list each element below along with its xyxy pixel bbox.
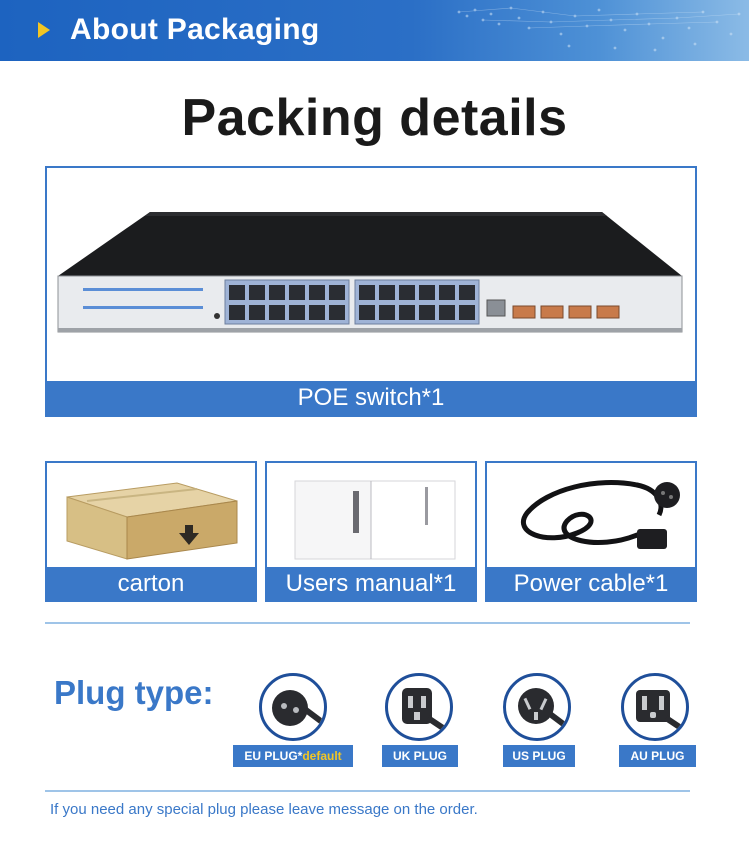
au-plug-icon <box>621 673 689 741</box>
power-cable-caption: Power cable*1 <box>487 567 695 600</box>
plug-type-label: Plug type: <box>54 674 214 711</box>
play-triangle-icon <box>38 22 50 38</box>
carton-box-image <box>66 482 238 560</box>
users-manual-card: Users manual*1 <box>265 461 477 602</box>
poe-switch-card: POE switch*1 <box>45 166 697 417</box>
poe-switch-caption: POE switch*1 <box>47 381 695 415</box>
section-divider <box>45 622 690 624</box>
footer-divider <box>45 790 690 792</box>
uk-plug-tag: UK PLUG <box>382 745 458 767</box>
power-cable-image <box>521 480 680 549</box>
eu-plug-tag-label: EU PLUG* <box>244 749 303 763</box>
page-title: Packing details <box>181 89 568 147</box>
eu-plug-icon <box>259 673 327 741</box>
au-plug-tag: AU PLUG <box>619 745 696 767</box>
us-plug-tag: US PLUG <box>503 745 575 767</box>
carton-card: carton <box>45 461 257 602</box>
users-manual-caption: Users manual*1 <box>267 567 475 600</box>
footer-note: If you need any special plug please leav… <box>50 801 478 818</box>
power-cable-card: Power cable*1 <box>485 461 697 602</box>
users-manual-image <box>294 480 456 560</box>
us-plug-icon <box>503 673 571 741</box>
world-map-graphic <box>457 6 741 52</box>
section-banner: About Packaging <box>0 0 749 61</box>
poe-switch-image <box>57 212 683 333</box>
uk-plug-icon <box>385 673 453 741</box>
eu-plug-default-label: default <box>302 749 342 763</box>
carton-caption: carton <box>47 567 255 600</box>
banner-title: About Packaging <box>70 13 320 46</box>
eu-plug-tag: EU PLUG*default <box>233 745 353 767</box>
